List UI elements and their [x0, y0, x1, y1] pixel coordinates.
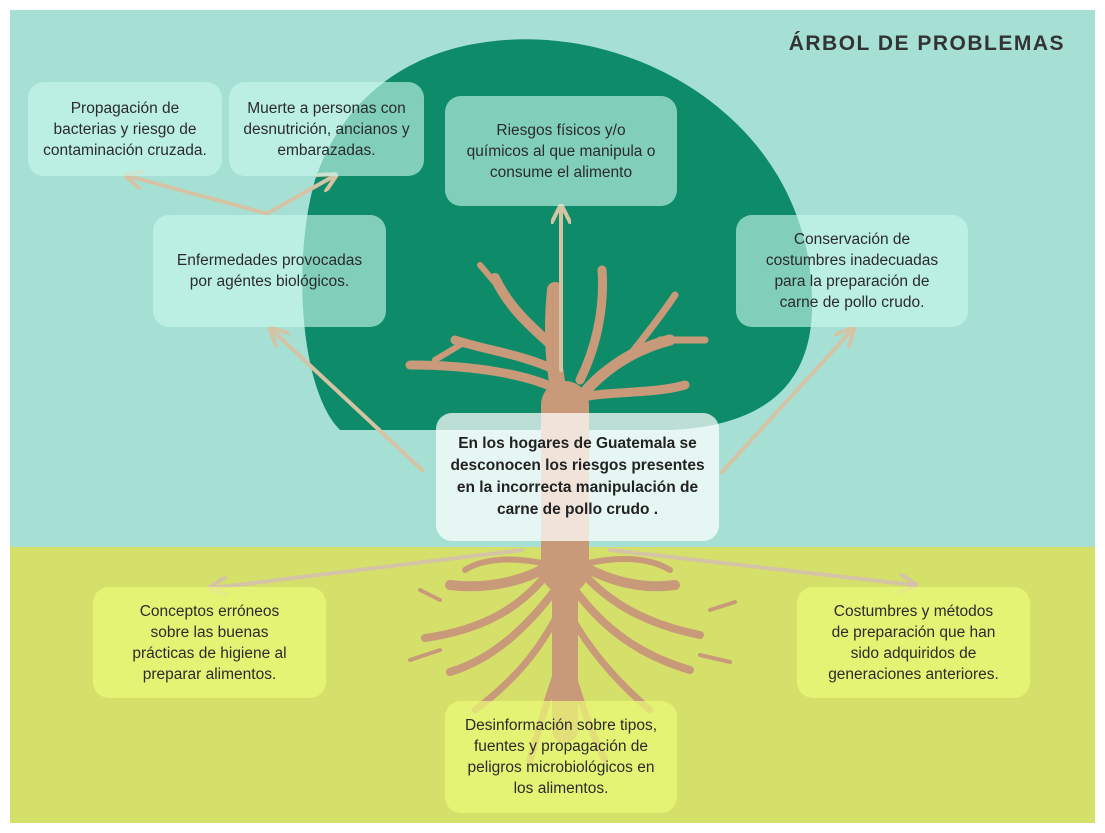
- cause-costumbres: Costumbres y métodos de preparación que …: [797, 587, 1030, 698]
- arrow-to-muerte: [266, 176, 334, 215]
- effect-propagacion: Propagación de bacterias y riesgo de con…: [28, 82, 222, 176]
- arrow-to-conservacion: [720, 330, 852, 474]
- effect-conservacion: Conservación de costumbres inadecuadas p…: [736, 215, 968, 327]
- tree-roots: [408, 542, 737, 764]
- arrow-to-propagacion: [128, 176, 267, 215]
- diagram-title: ÁRBOL DE PROBLEMAS: [788, 32, 1065, 55]
- effect-riesgos: Riesgos físicos y/o químicos al que mani…: [445, 96, 677, 206]
- tree-canopy: [302, 39, 813, 430]
- arrow-to-enfermedades: [272, 330, 424, 472]
- central-problem: En los hogares de Guatemala se desconoce…: [436, 413, 719, 541]
- cause-conceptos: Conceptos erróneos sobre las buenas prác…: [93, 587, 326, 698]
- arrow-to-conceptos: [212, 548, 524, 588]
- diagram-canvas: ÁRBOL DE PROBLEMAS Propagación de bacter…: [10, 10, 1095, 823]
- effect-enfermedades: Enfermedades provocadas por agéntes biol…: [153, 215, 386, 327]
- arrows: [128, 176, 914, 588]
- arrow-to-costumbres: [608, 548, 914, 585]
- cause-desinformacion: Desinformación sobre tipos, fuentes y pr…: [445, 701, 677, 813]
- effect-muerte: Muerte a personas con desnutrición, anci…: [229, 82, 424, 176]
